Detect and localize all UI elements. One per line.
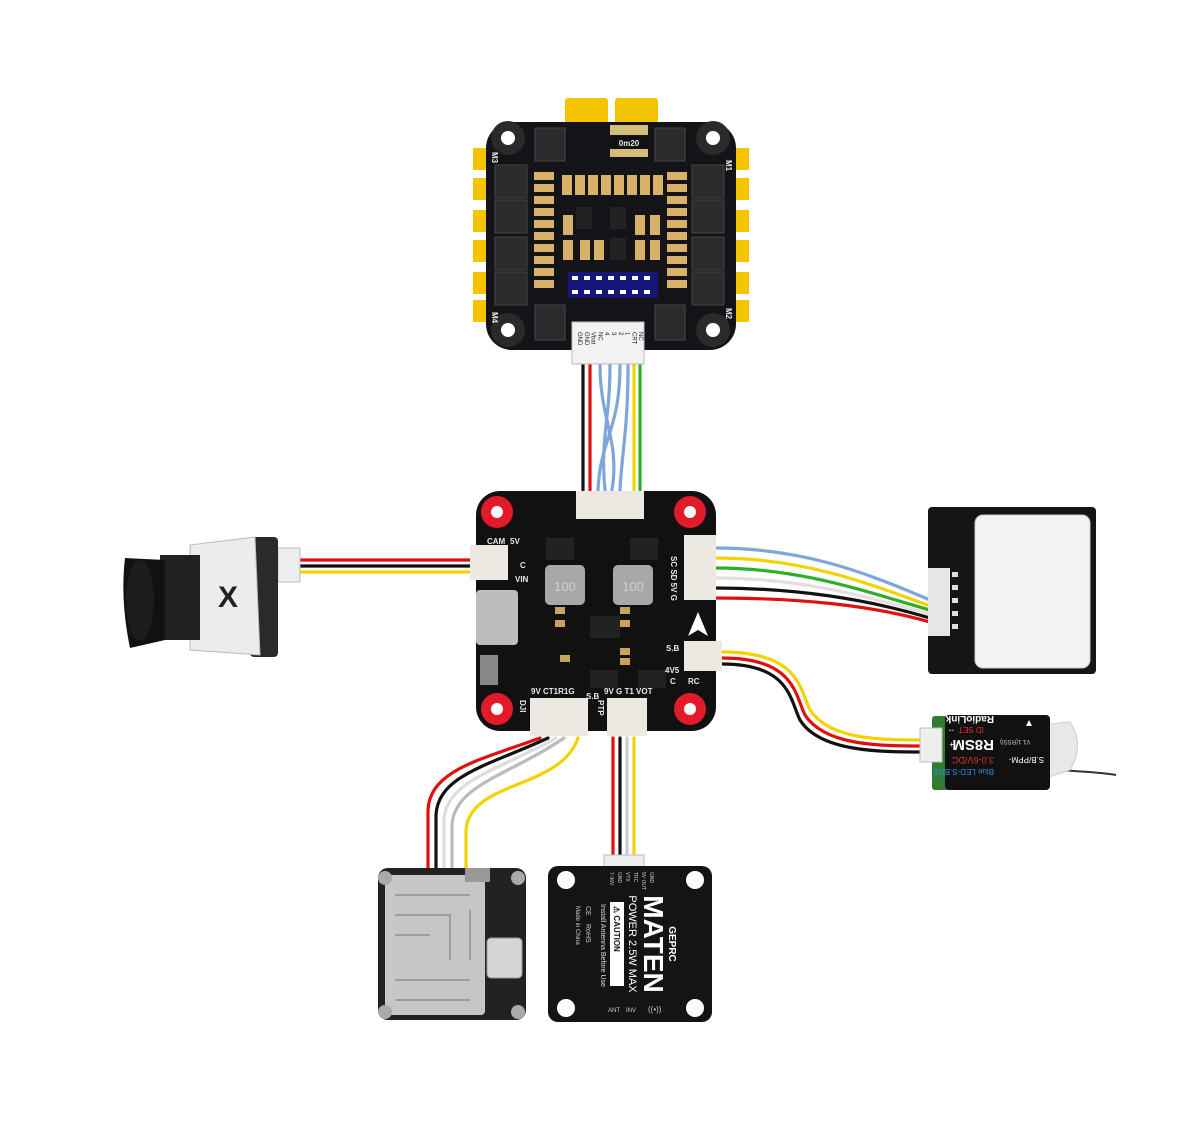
esc-mosfets bbox=[494, 127, 725, 341]
esc-label-m2: M2 bbox=[724, 308, 733, 320]
vtx-pin-label: GND bbox=[648, 872, 654, 884]
mount-hole bbox=[674, 693, 706, 725]
esc-label-m4: M4 bbox=[490, 312, 499, 324]
mount-hole bbox=[481, 496, 513, 528]
fc-label-5v: 5V bbox=[510, 537, 520, 546]
esc-fc-connector[interactable] bbox=[571, 321, 645, 365]
mount-hole bbox=[481, 693, 513, 725]
fc-label-rc-g: C bbox=[670, 677, 676, 686]
esc-pin-label: 1 bbox=[624, 332, 630, 336]
esc-pin-label: 4 bbox=[603, 332, 609, 336]
fc-esc-connector[interactable] bbox=[576, 491, 644, 519]
vtx-caution: ⚠ CAUTION bbox=[612, 906, 621, 952]
esc-pin-label: 3 bbox=[610, 332, 616, 336]
esc-pin-label: GND bbox=[576, 332, 582, 346]
receiver-version: V1.1(RSSI) bbox=[1000, 738, 1030, 744]
vtx-module: MATEN POWER 2.5W MAX ⚠ CAUTION Install A… bbox=[548, 854, 712, 1022]
esc-pin-label: NC bbox=[637, 332, 643, 341]
esc-label-m1: M1 bbox=[724, 160, 733, 172]
esc-pin-label: Vbat bbox=[590, 332, 596, 345]
fc-label-c: C bbox=[520, 561, 526, 570]
inductor-label: 100 bbox=[554, 579, 576, 594]
esc-shunt-label: 0m20 bbox=[619, 139, 640, 148]
receiver-led-note: Blue LED-S.BUS bbox=[934, 767, 994, 776]
fc-label-vin: VIN bbox=[515, 575, 529, 584]
vtx-pin-label: GND bbox=[616, 872, 622, 884]
digital-air-unit bbox=[378, 868, 526, 1020]
receiver: Blue LED-S.BUS 3.0-6V/DC S.B/PPM- R8SM V… bbox=[919, 713, 1117, 790]
vtx-power: POWER 2.5W MAX bbox=[626, 895, 638, 993]
fc-label-dji-pins: 9V CT1R1G bbox=[531, 687, 575, 696]
receiver-model: R8SM bbox=[952, 736, 994, 753]
receiver-wires bbox=[720, 650, 927, 754]
esc-to-fc-wires bbox=[581, 363, 642, 492]
vtx-install-note: Install Antenna Before Use bbox=[599, 904, 606, 987]
esc-pin-label: NC bbox=[596, 332, 602, 341]
fc-label-vtx-pins: 9V G T1 VOT bbox=[604, 687, 653, 696]
esc-battery-pad-negative bbox=[565, 98, 608, 126]
direction-arrow-icon bbox=[688, 612, 708, 636]
receiver-pin-plus: + bbox=[949, 740, 954, 749]
fc-label-crsf: CRS bbox=[694, 538, 712, 547]
camera-wires bbox=[298, 558, 474, 574]
fc-vtx-connector[interactable] bbox=[607, 698, 647, 736]
camera-logo: X bbox=[218, 581, 238, 614]
vtx-name: MATEN bbox=[638, 895, 669, 992]
esc-motor-pads bbox=[473, 148, 749, 322]
fc-label-gps-pins: SC SD 5V G bbox=[669, 556, 678, 601]
fc-gps-connector[interactable] bbox=[684, 535, 716, 600]
vtx-rohs: RoHS bbox=[584, 924, 591, 943]
esc-pin-label: CRT bbox=[630, 332, 636, 345]
esc-capacitors bbox=[534, 172, 687, 288]
fc-cam-connector[interactable] bbox=[470, 545, 508, 580]
inductor-label: 100 bbox=[622, 579, 644, 594]
fc-label-ptp: PTP bbox=[596, 700, 605, 716]
esc-pin-label: GND bbox=[583, 332, 589, 346]
fc-label-dji-sbus: S.B bbox=[586, 692, 600, 701]
esc-battery-pad-positive bbox=[615, 98, 658, 126]
vtx-pin-label: 7-36V bbox=[608, 872, 614, 886]
gps-wires bbox=[713, 546, 932, 624]
fpv-camera: X bbox=[123, 536, 301, 657]
vtx-pin-label: 5V OUT bbox=[640, 872, 646, 890]
vtx-made-in: Made in China bbox=[574, 906, 580, 945]
vtx-inv-label: INV bbox=[626, 1008, 636, 1014]
mount-hole bbox=[674, 496, 706, 528]
wireless-icon: ((•)) bbox=[648, 1005, 662, 1014]
receiver-brand: RadioLink bbox=[945, 713, 994, 724]
esc-label-m3: M3 bbox=[490, 152, 499, 164]
fc-label-sbus: S.B bbox=[666, 644, 680, 653]
flight-controller: 100 100 CAM 5V C VIN CRS SC SD 5V G S.B … bbox=[470, 491, 722, 736]
fc-label-cam: CAM bbox=[487, 537, 506, 546]
gps-module bbox=[928, 507, 1096, 674]
fc-label-rc: RC bbox=[688, 677, 700, 686]
id-set-button-icon[interactable] bbox=[1026, 720, 1032, 726]
gps-antenna bbox=[974, 514, 1091, 669]
vtx-pin-label: TRC bbox=[632, 872, 638, 883]
vtx-ant-label: ANT bbox=[608, 1008, 620, 1014]
vtx-brand: GEPRC bbox=[666, 926, 677, 962]
vtx-wires bbox=[611, 736, 636, 862]
air-unit-usb-port[interactable] bbox=[486, 937, 523, 979]
esc-pin-label: 2 bbox=[617, 332, 623, 336]
fc-dji-connector[interactable] bbox=[530, 698, 588, 736]
vtx-pin-label: VTX bbox=[624, 872, 630, 882]
fc-label-dji: DJI bbox=[518, 700, 527, 712]
gps-connector[interactable] bbox=[928, 568, 950, 636]
receiver-pin-minus: -- bbox=[948, 726, 954, 735]
boot-button[interactable] bbox=[480, 655, 498, 685]
fc-rc-connector[interactable] bbox=[684, 641, 722, 671]
fc-label-rc-4v5: 4V5 bbox=[665, 666, 680, 675]
dji-wires bbox=[426, 736, 580, 872]
receiver-voltage: 3.0-6V/DC bbox=[951, 755, 994, 765]
vtx-ce-mark: CE bbox=[584, 906, 591, 916]
usb-c-port[interactable] bbox=[476, 590, 518, 645]
receiver-signal-pin: S.B/PPM- bbox=[1009, 755, 1044, 764]
receiver-id-set: ID SET bbox=[958, 725, 984, 734]
